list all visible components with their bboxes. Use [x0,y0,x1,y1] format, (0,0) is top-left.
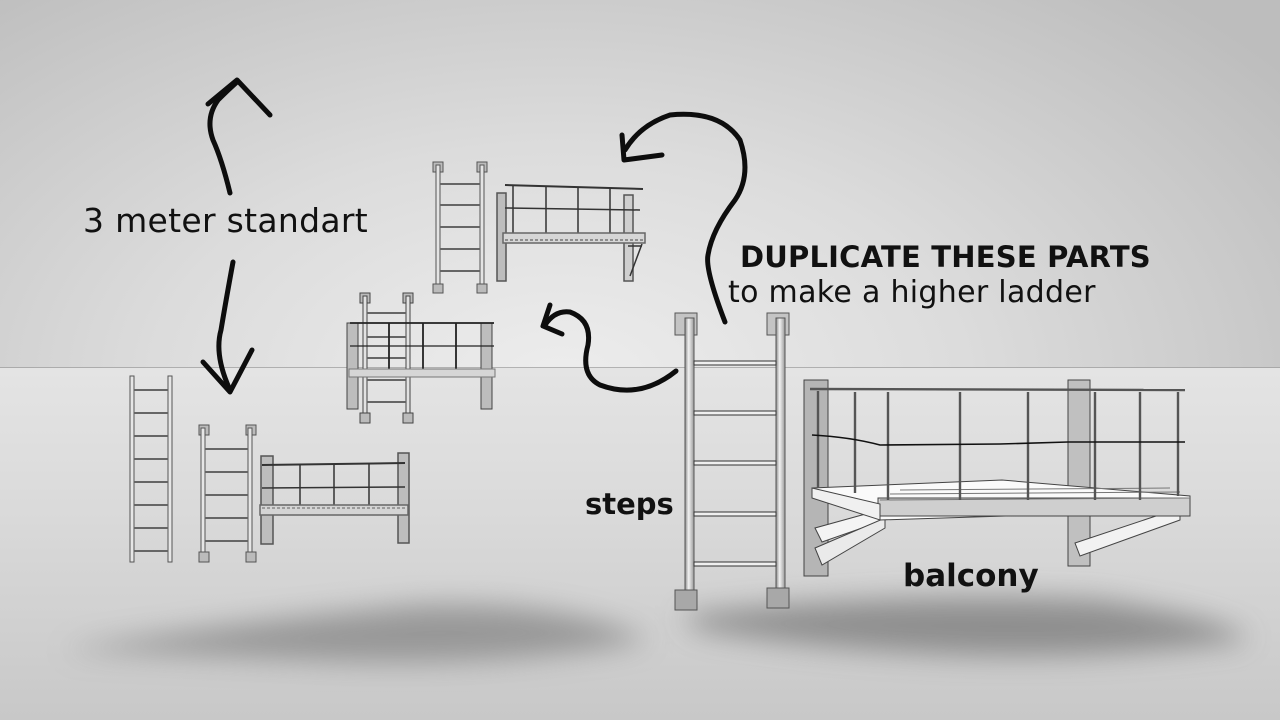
ground-shadows [60,597,1250,663]
duplicate-arrows [540,111,748,393]
down-arrow-icon [216,259,236,393]
height-arrows [200,77,273,395]
curved-arrow-upper-icon [622,111,748,325]
horizon-line [0,367,1280,368]
small-balcony [259,452,410,545]
steps-label: steps [585,487,674,521]
steps-module [674,312,790,611]
tall-ladder [129,375,173,563]
upper-ladder [432,161,488,294]
duplicate-title: DUPLICATE THESE PARTS [740,240,1151,274]
balcony-label: balcony [903,558,1039,594]
middle-stacked-assembly [346,292,496,424]
short-ladder [198,424,257,563]
balcony-module [803,379,1191,577]
duplicate-subtitle: to make a higher ladder [728,275,1096,310]
floor-plane [0,368,1280,720]
upper-balcony [496,184,646,282]
curved-arrow-lower-icon [542,309,679,393]
height-standard-label: 3 meter standart [83,201,368,240]
